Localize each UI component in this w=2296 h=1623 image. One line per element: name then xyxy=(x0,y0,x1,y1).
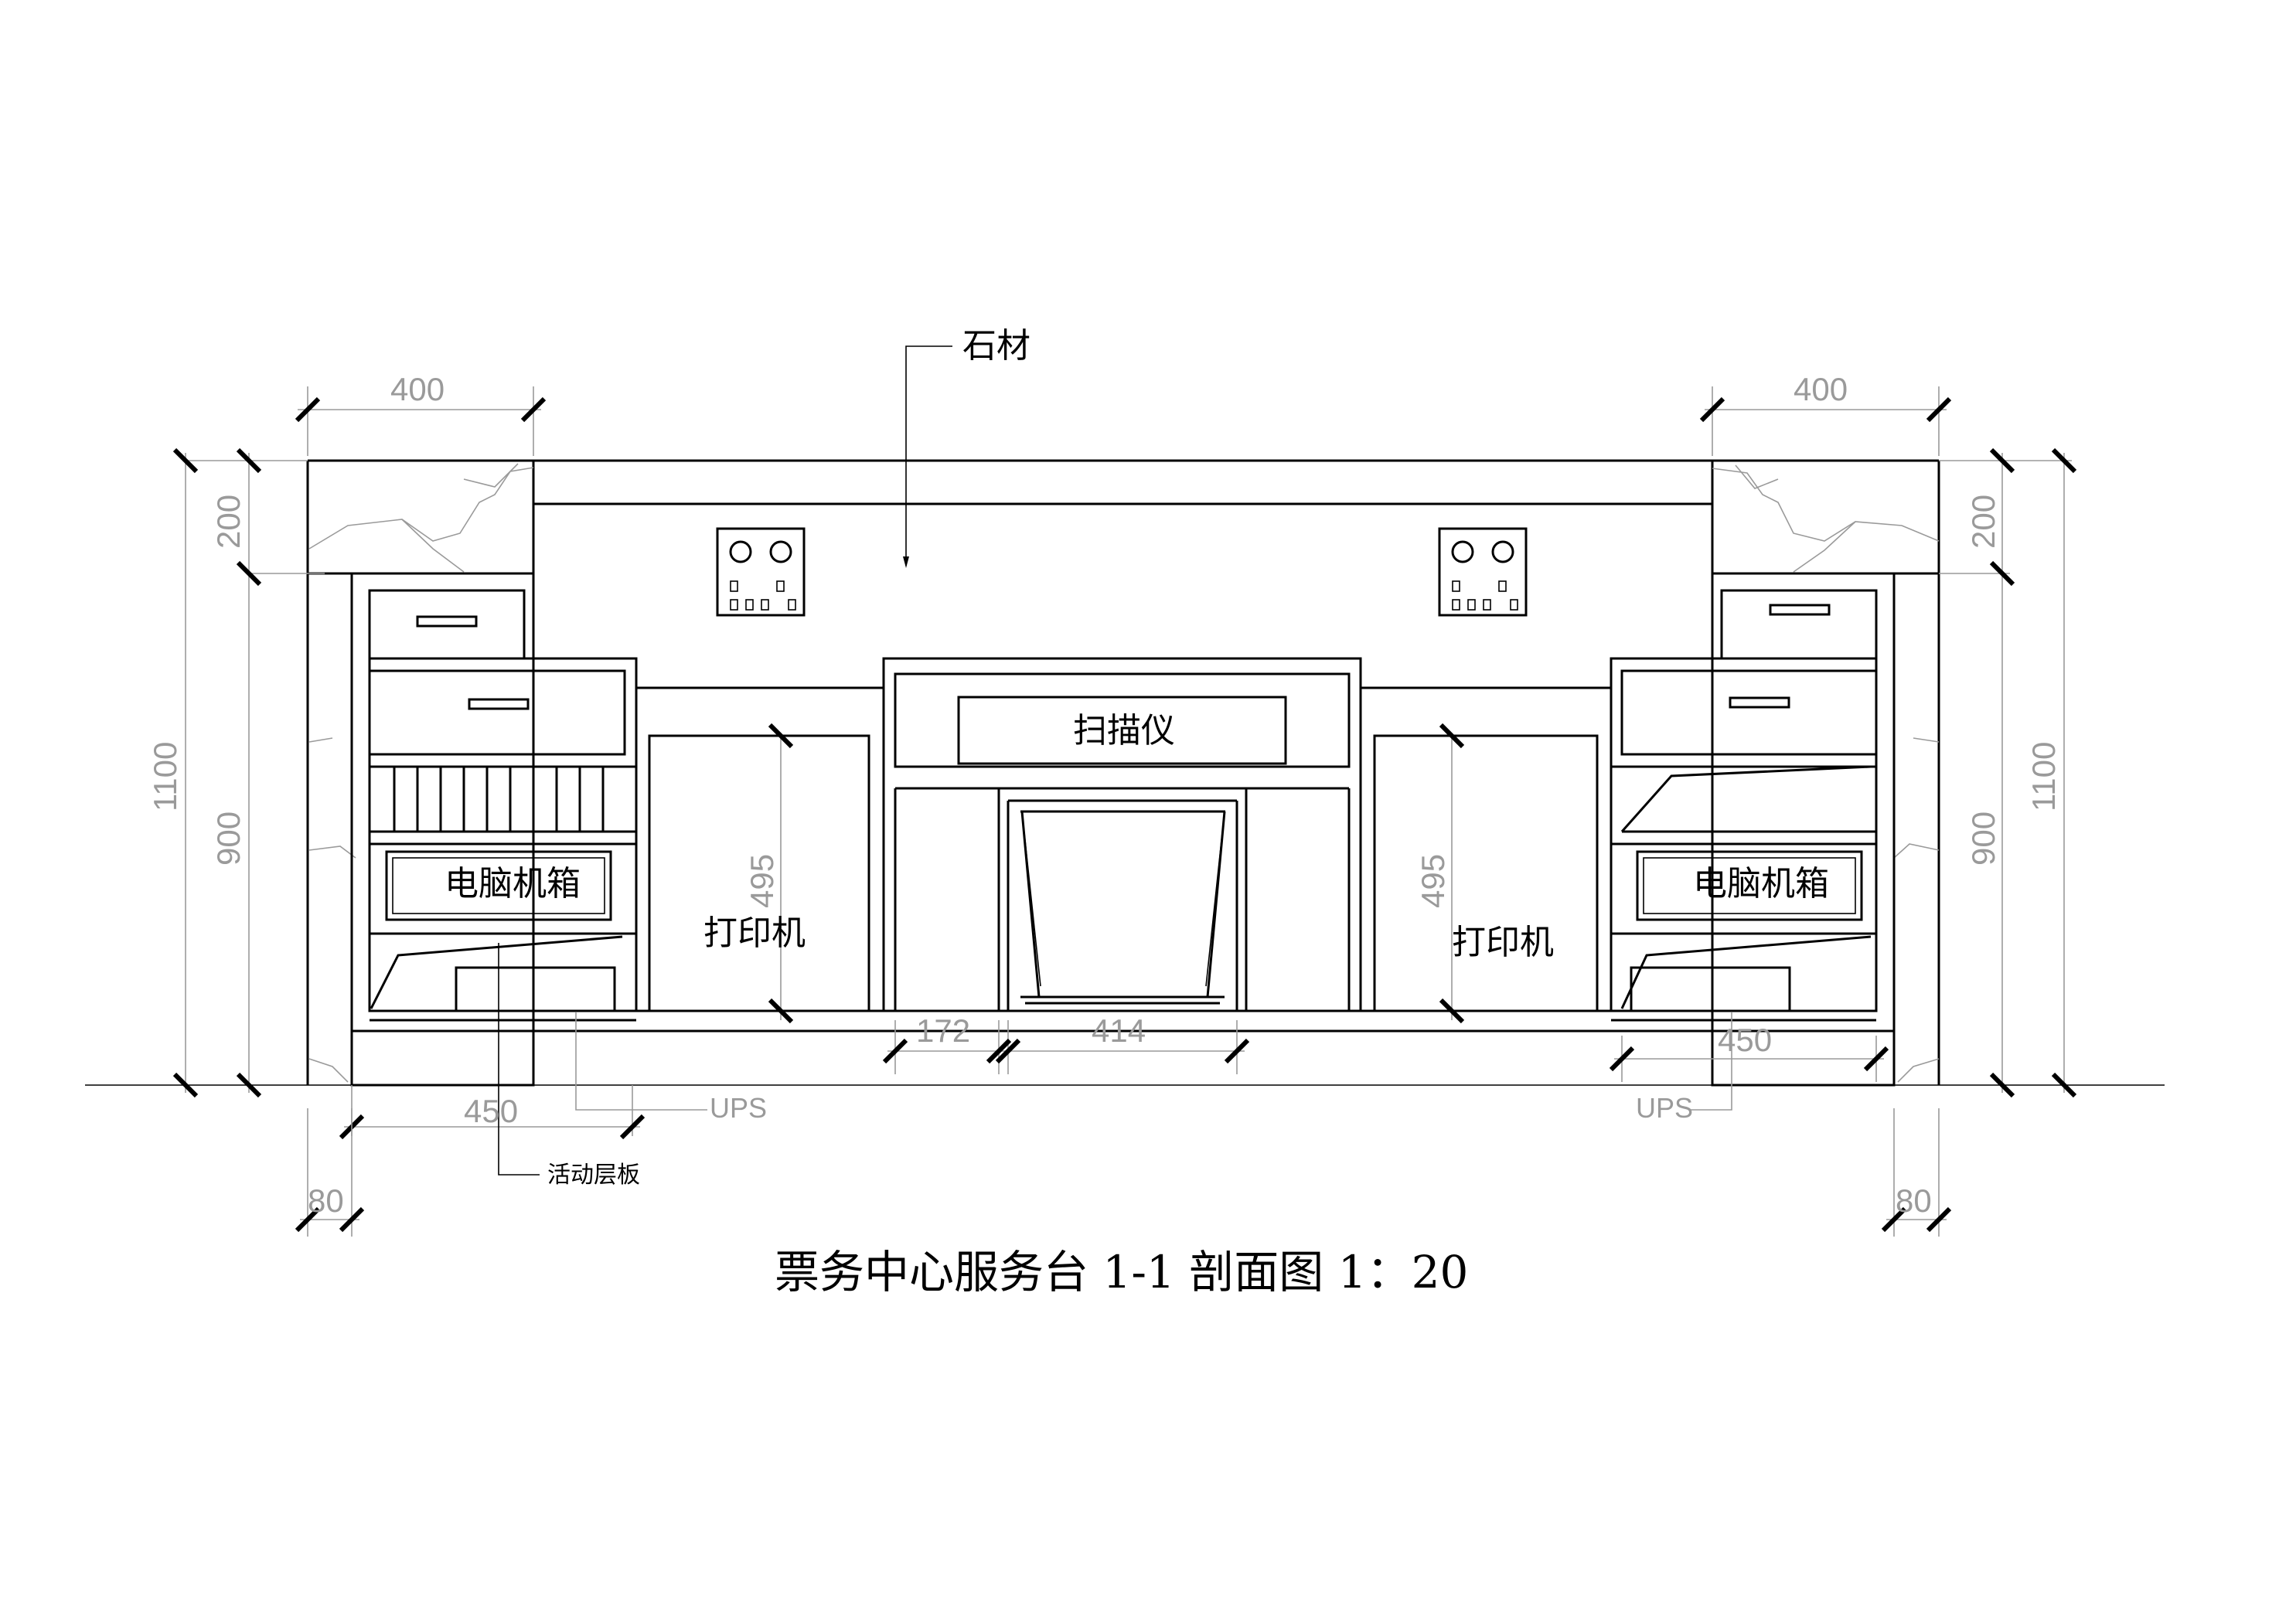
left-ups-label: UPS xyxy=(710,1092,767,1124)
movable-shelf-label: 活动层板 xyxy=(547,1162,640,1189)
drawing-title: 票务中心服务台 1-1 剖面图 1：20 xyxy=(775,1246,1468,1298)
dim-right-450 xyxy=(1609,1036,1889,1082)
dim-right-450-text: 450 xyxy=(1718,1022,1772,1058)
material-label: 石材 xyxy=(962,326,1030,366)
plinth xyxy=(350,1029,1896,1085)
right-printer-bay xyxy=(1359,686,1613,1012)
dim-top-left xyxy=(295,386,547,456)
right-printer-label: 打印机 xyxy=(1452,923,1554,962)
dim-left-900-text: 900 xyxy=(210,812,247,866)
dim-printer-left xyxy=(768,723,794,1024)
left-printer-label: 打印机 xyxy=(703,914,806,953)
ups-leader-right xyxy=(1690,1012,1732,1111)
left-ups-box xyxy=(370,935,623,1012)
dim-right-900-text: 900 xyxy=(1965,812,2001,866)
dim-right-80-text: 80 xyxy=(1896,1182,1932,1219)
scanner-label: 扫描仪 xyxy=(1073,711,1175,750)
right-ups-label: UPS xyxy=(1636,1092,1693,1124)
dim-left-80-text: 80 xyxy=(308,1182,344,1219)
dim-left-200-text: 200 xyxy=(210,495,247,549)
right-ups-box xyxy=(1620,935,1872,1012)
ups-leader-left xyxy=(575,1012,707,1111)
dim-right-80 xyxy=(1881,1108,1952,1237)
shelf-leader xyxy=(498,943,540,1176)
dim-172-text: 172 xyxy=(916,1012,970,1049)
left-printer-bay xyxy=(635,686,885,1012)
left-pc-case-label: 电脑机箱 xyxy=(445,864,581,903)
dim-top-right xyxy=(1699,386,1952,456)
left-ventilation-slats xyxy=(370,767,636,833)
chair-outline xyxy=(997,787,1248,1012)
dim-right-1100-text: 1100 xyxy=(2025,742,2062,812)
dim-printer-right-text: 495 xyxy=(1415,854,1451,908)
dim-right-vertical xyxy=(1939,447,2077,1098)
right-pc-case xyxy=(1636,850,1863,921)
counter-outer-frame xyxy=(306,459,1940,1085)
stone-texture xyxy=(308,463,1940,1083)
dim-right-200-text: 200 xyxy=(1965,495,2001,549)
dim-top-right-text: 400 xyxy=(1794,371,1848,407)
material-leader xyxy=(903,345,952,568)
right-pc-case-label: 电脑机箱 xyxy=(1693,864,1829,903)
dim-left-vertical xyxy=(172,447,325,1098)
dim-printer-left-text: 495 xyxy=(744,854,780,908)
dim-top-left-text: 400 xyxy=(390,371,445,407)
right-cabinet xyxy=(1610,572,1896,1087)
dim-left-80 xyxy=(295,1108,365,1237)
dim-printer-right xyxy=(1439,723,1465,1024)
left-pc-case xyxy=(385,850,612,921)
left-socket-icon xyxy=(716,527,806,617)
dim-414-text: 414 xyxy=(1092,1012,1146,1049)
right-socket-icon xyxy=(1438,527,1528,617)
dim-bottom-middle xyxy=(882,1020,1250,1074)
dim-left-450-text: 450 xyxy=(464,1093,518,1129)
dim-left-1100-text: 1100 xyxy=(147,742,183,812)
